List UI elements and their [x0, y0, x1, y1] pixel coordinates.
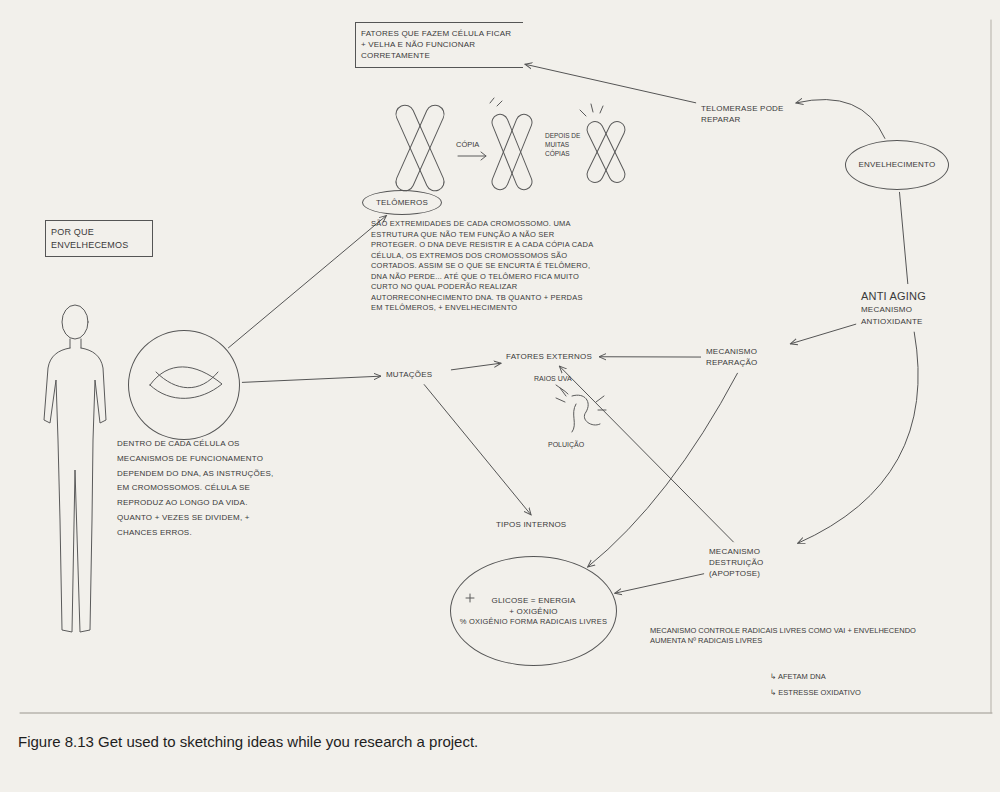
note-label: DEPOIS DE MUITAS CÓPIAS	[545, 132, 581, 158]
question-box: POR QUE ENVELHECEMOS	[45, 220, 153, 257]
sketch-arrow	[451, 363, 501, 370]
note-label: RAIOS UVA	[534, 374, 584, 383]
node-body-text: % OXIGÊNIO FORMA RADICAIS LIVRES	[460, 617, 607, 628]
node-text: DENTRO DE CADA CÉLULA OS MECANISMOS DE F…	[117, 437, 282, 541]
person-body	[44, 348, 106, 632]
note-label: POLUIÇÃO	[548, 440, 600, 449]
sketch-arrow	[228, 215, 386, 348]
damage-marks	[580, 104, 603, 116]
sketch-arrow	[424, 384, 531, 515]
person-neck	[70, 339, 81, 348]
dna-fragment	[572, 395, 600, 432]
uv-rays	[556, 388, 606, 410]
plus-sign	[466, 594, 474, 602]
chromosome	[393, 102, 447, 193]
concept-text: TIPOS INTERNOS	[495, 518, 583, 531]
node-text: TELOMERASE PODE REPARAR	[701, 103, 791, 125]
concept-text: ANTI AGINGMECANISMO ANTIOXIDANTE	[860, 288, 960, 328]
copy-arrow	[458, 152, 486, 160]
cell-nucleus	[150, 367, 222, 399]
sketch-arrow	[790, 324, 856, 344]
sketch-arrow	[242, 376, 381, 382]
node-body-text: + OXIGÊNIO	[509, 606, 557, 617]
node-text: MUTAÇÕES	[386, 369, 446, 380]
node-text: MECANISMO DESTRUIÇÃO (APOPTOSE)	[709, 546, 799, 580]
node-text: FATORES QUE FAZEM CÉLULA FICAR + VELHA E…	[361, 28, 518, 62]
sketch-arrow	[615, 574, 704, 594]
sketch-arrow	[796, 100, 885, 139]
node-text: ANTI AGING	[861, 289, 959, 304]
damage-marks	[490, 98, 502, 106]
cell-detail	[156, 372, 218, 388]
note-text: TELOMERASE PODE REPARAR	[700, 102, 792, 126]
note-label: ↳ AFETAM DNA	[770, 672, 920, 682]
cell-circle: DENTRO DE CADA CÉLULA OS MECANISMOS DE F…	[128, 330, 240, 440]
chromosome	[584, 119, 627, 185]
node-text: POR QUE ENVELHECEMOS	[51, 226, 147, 251]
sketch-arrow	[599, 356, 701, 357]
node-text: MECANISMO REPARAÇÃO	[706, 346, 786, 368]
chromosome	[490, 112, 535, 192]
person-head	[62, 305, 88, 339]
figure-caption: Figure 8.13 Get used to sketching ideas …	[18, 733, 478, 750]
sketch-arrow	[899, 192, 907, 284]
node-text: FATORES EXTERNOS	[506, 351, 594, 362]
page-rule	[20, 713, 992, 714]
node-text: TELÔMEROS	[376, 197, 428, 208]
node-text: GLICOSE = ENERGIA	[491, 595, 575, 606]
sketch-arrow	[525, 64, 696, 103]
term-oval: TELÔMEROSSÃO EXTREMIDADES DE CADA CROMOS…	[362, 190, 442, 215]
leader-line	[556, 385, 568, 394]
note-label: ↳ ESTRESSE OXIDATIVO	[770, 688, 920, 698]
note-label: CÓPIA	[456, 140, 490, 150]
node-body-text: SÃO EXTREMIDADES DE CADA CROMOSSOMO. UMA…	[371, 219, 593, 314]
concept-text: MUTAÇÕES	[385, 368, 447, 381]
process-circle: GLICOSE = ENERGIA+ OXIGÊNIO% OXIGÊNIO FO…	[450, 556, 617, 666]
node-text: ENVELHECIMENTO	[859, 159, 936, 170]
concept-text: MECANISMO REPARAÇÃO	[705, 345, 787, 369]
concept-text: FATORES EXTERNOS	[505, 350, 595, 363]
node-text: TIPOS INTERNOS	[496, 519, 582, 530]
sketch-arrow	[559, 366, 733, 542]
sketch-arrow	[798, 332, 919, 544]
page-edge	[991, 20, 992, 713]
note-label: MECANISMO CONTROLE RADICAIS LIVRES COMO …	[650, 626, 922, 646]
concept-text: MECANISMO DESTRUIÇÃO (APOPTOSE)	[708, 545, 800, 581]
heading-box: FATORES QUE FAZEM CÉLULA FICAR + VELHA E…	[355, 22, 523, 68]
node-body-text: MECANISMO ANTIOXIDANTE	[861, 304, 959, 326]
concept-circle: ENVELHECIMENTO	[845, 140, 949, 190]
